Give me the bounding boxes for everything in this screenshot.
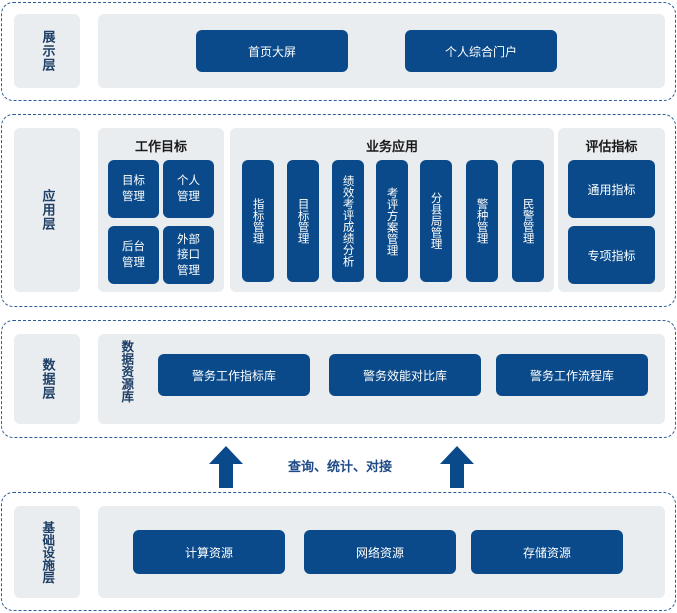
special-indicator-button[interactable]: 专项指标 (568, 226, 655, 284)
layer-label-text: 应用层 (39, 189, 55, 231)
police-type-management-button[interactable]: 警种管理 (466, 160, 498, 282)
work-goals-title: 工作目标 (134, 140, 187, 155)
up-arrow-icon (209, 446, 243, 488)
storage-resource-button[interactable]: 存储资源 (471, 530, 623, 574)
performance-analysis-button[interactable]: 绩效考评成绩分析 (332, 160, 364, 282)
goal-management-button[interactable]: 目标 管理 (108, 160, 159, 218)
layer-label-text: 基础设施层 (40, 520, 56, 584)
external-interface-management-button[interactable]: 外部 接口 管理 (163, 226, 214, 284)
network-resource-button[interactable]: 网络资源 (304, 530, 456, 574)
indicator-management-button[interactable]: 指标管理 (242, 160, 274, 282)
infrastructure-layer (1, 492, 676, 611)
police-indicator-db-button[interactable]: 警务工作指标库 (158, 354, 310, 396)
personal-portal-button[interactable]: 个人综合门户 (405, 30, 557, 72)
target-management-button[interactable]: 目标管理 (287, 160, 319, 282)
layer-label-text: 数据层 (39, 358, 55, 400)
personal-management-button[interactable]: 个人 管理 (163, 160, 214, 218)
presentation-layer-label: 展示层 (14, 14, 80, 88)
general-indicator-button[interactable]: 通用指标 (568, 160, 655, 218)
application-layer (1, 114, 676, 307)
police-efficiency-db-button[interactable]: 警务效能对比库 (329, 354, 481, 396)
presentation-panel (98, 14, 665, 88)
backend-management-button[interactable]: 后台 管理 (108, 226, 159, 284)
data-resource-label: 数据资源库 (119, 340, 135, 403)
application-layer-label: 应用层 (14, 128, 80, 292)
evaluation-plan-management-button[interactable]: 考评方案管理 (376, 160, 408, 282)
data-layer (1, 320, 676, 438)
up-arrow-icon (440, 446, 474, 488)
business-apps-title: 业务应用 (365, 140, 418, 155)
data-resource-label-box: 数据资源库 (114, 340, 138, 418)
evaluation-title: 评估指标 (585, 140, 638, 155)
compute-resource-button[interactable]: 计算资源 (133, 530, 285, 574)
home-screen-button[interactable]: 首页大屏 (196, 30, 348, 72)
infrastructure-layer-label: 基础设施层 (14, 506, 80, 598)
data-layer-label: 数据层 (14, 334, 80, 424)
connector-label: 查询、统计、对接 (288, 460, 393, 475)
police-officer-management-button[interactable]: 民警管理 (512, 160, 544, 282)
layer-label-text: 展示层 (39, 30, 55, 72)
police-workflow-db-button[interactable]: 警务工作流程库 (496, 354, 648, 396)
presentation-layer (1, 2, 676, 101)
county-bureau-management-button[interactable]: 分县局管理 (420, 160, 452, 282)
